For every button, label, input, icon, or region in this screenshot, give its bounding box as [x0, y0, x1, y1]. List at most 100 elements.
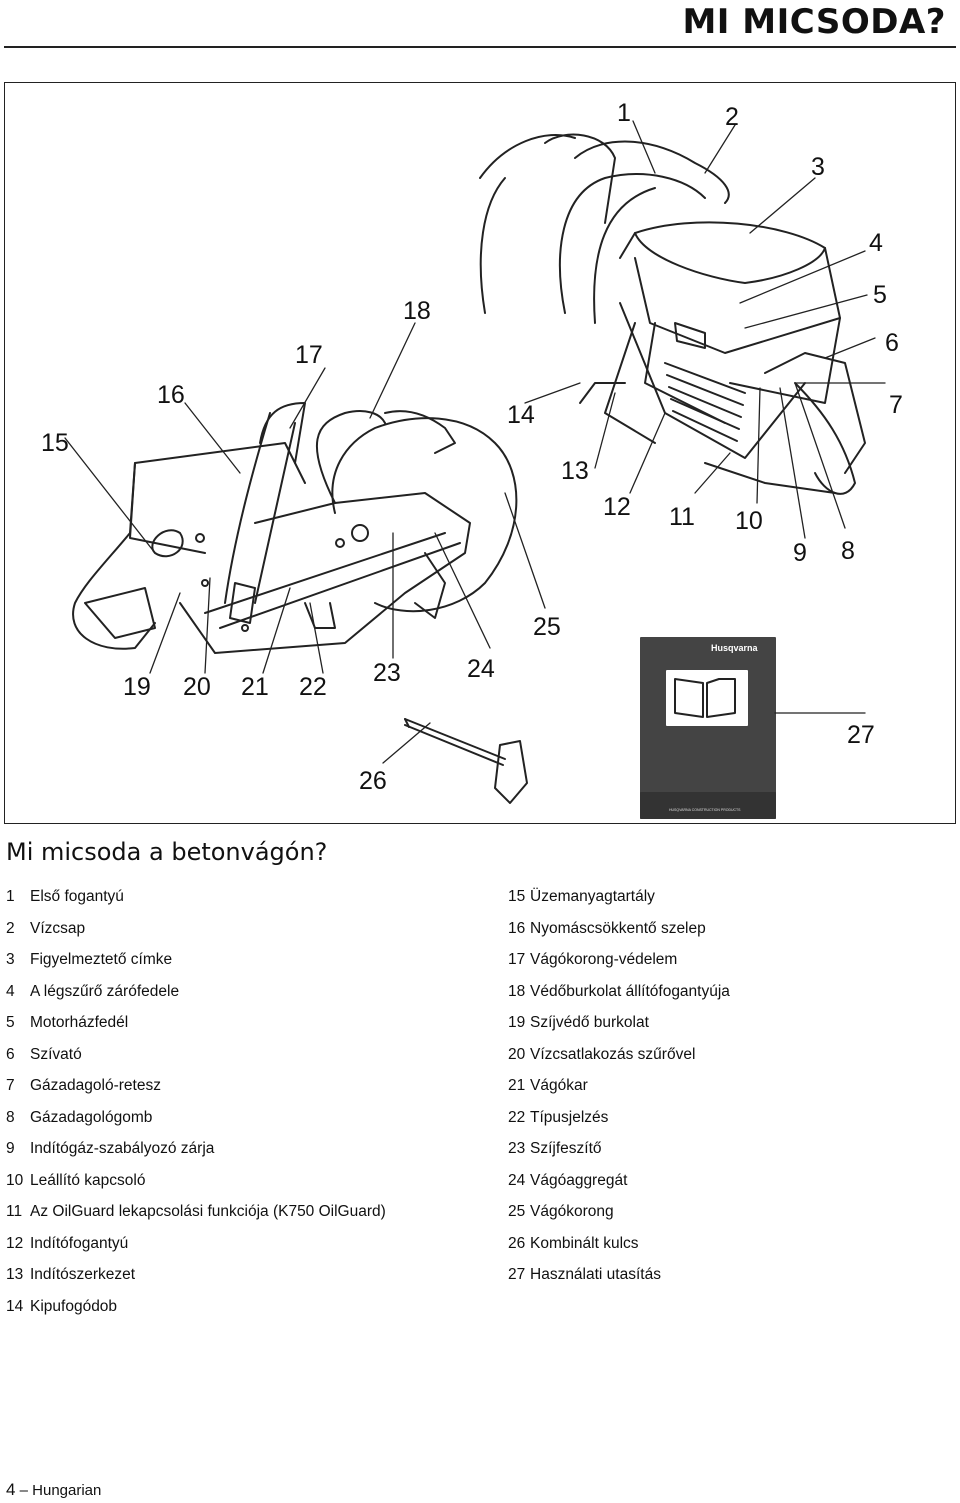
power-cutter-illustration: 1 2 3 4 5 6 7 8 9 10 11 12 13 14 15 16 1… — [41, 99, 903, 819]
legend-number: 5 — [6, 1014, 15, 1031]
legend-item: 11 Az OilGuard lekapcsolási funkciója (K7… — [6, 1196, 476, 1228]
callout-20: 20 — [183, 673, 211, 701]
legend-label: Motorházfedél — [30, 1014, 129, 1031]
legend-number: 25 — [508, 1203, 526, 1220]
callout-3: 3 — [811, 153, 825, 181]
legend-number: 4 — [6, 982, 15, 1000]
legend-label: Figyelmeztető címke — [30, 951, 173, 968]
callout-10: 10 — [735, 507, 763, 535]
legend-label: Védőburkolat állítófogantyúja — [530, 982, 730, 1000]
callout-12: 12 — [603, 493, 631, 521]
legend-number: 8 — [6, 1108, 15, 1126]
legend-number: 15 — [508, 888, 526, 905]
legend-label: Vágókorong-védelem — [530, 951, 678, 968]
callout-18: 18 — [403, 297, 431, 325]
legend-label: Típusjelzés — [530, 1108, 609, 1126]
legend-label: Szíjvédő burkolat — [530, 1014, 649, 1031]
legend-label: Kipufogódob — [30, 1297, 118, 1315]
callout-1: 1 — [617, 99, 631, 127]
legend-number: 1 — [6, 888, 15, 905]
header-divider — [4, 46, 956, 48]
callout-labels: 1 2 3 4 5 6 7 8 9 10 11 12 13 14 15 16 1… — [41, 99, 903, 795]
callout-14: 14 — [507, 401, 535, 429]
operators-manual-drawing — [640, 637, 776, 819]
parts-diagram: 1 2 3 4 5 6 7 8 9 10 11 12 13 14 15 16 1… — [4, 82, 956, 824]
page-footer: 4 – Hungarian — [6, 1480, 101, 1500]
legend-label: Szívató — [30, 1045, 82, 1063]
manual-footer: HUSQVARNA CONSTRUCTION PRODUCTS — [669, 808, 741, 812]
callout-25: 25 — [533, 613, 561, 641]
callout-8: 8 — [841, 537, 855, 565]
legend-label: Vágóaggregát — [530, 1171, 628, 1189]
legend-item: 5 Motorházfedél — [6, 1007, 476, 1039]
legend-label: Az OilGuard lekapcsolási funkciója (K750… — [30, 1203, 386, 1220]
legend-number: 17 — [508, 951, 526, 968]
callout-22: 22 — [299, 673, 327, 701]
callout-24: 24 — [467, 655, 495, 683]
legend-number: 2 — [6, 919, 15, 937]
legend-number: 14 — [6, 1297, 24, 1315]
callout-19: 19 — [123, 673, 151, 701]
legend-item: 10 Leállító kapcsoló — [6, 1165, 476, 1197]
callout-2: 2 — [725, 103, 739, 131]
legend-label: Nyomáscsökkentő szelep — [530, 919, 706, 937]
combination-spanner-drawing — [404, 718, 528, 804]
legend-label: Vízcsap — [30, 919, 86, 937]
callout-6: 6 — [885, 329, 899, 357]
legend-label: Vízcsatlakozás szűrővel — [530, 1045, 696, 1063]
leader-lines — [64, 120, 886, 764]
callout-5: 5 — [873, 281, 887, 309]
legend-number: 10 — [6, 1171, 24, 1189]
legend-label: Leállító kapcsoló — [30, 1171, 146, 1189]
legend-number: 3 — [6, 951, 15, 968]
legend-label: Kombinált kulcs — [530, 1234, 639, 1252]
legend-label: Indítógáz-szabályozó zárja — [30, 1140, 215, 1157]
callout-9: 9 — [793, 539, 807, 567]
legend-number: 24 — [508, 1171, 526, 1189]
legend-item: 6 Szívató — [6, 1039, 476, 1071]
callout-16: 16 — [157, 381, 185, 409]
callout-23: 23 — [373, 659, 401, 687]
legend-item: 8 Gázadagológomb — [6, 1102, 476, 1134]
legend-label: Gázadagológomb — [30, 1108, 153, 1126]
legend-number: 23 — [508, 1140, 526, 1157]
callout-27: 27 — [847, 721, 875, 749]
callout-17: 17 — [295, 341, 323, 369]
legend-number: 22 — [508, 1108, 526, 1126]
callout-13: 13 — [561, 457, 589, 485]
legend-label: Üzemanyagtartály — [530, 888, 655, 905]
legend-number: 27 — [508, 1266, 526, 1283]
legend-label: Szíjfeszítő — [530, 1140, 602, 1157]
callout-11: 11 — [669, 503, 695, 531]
legend-item: 3 Figyelmeztető címke — [6, 944, 476, 976]
legend-label: Indítófogantyú — [30, 1234, 129, 1252]
legend-number: 11 — [6, 1203, 23, 1220]
legend-label: Használati utasítás — [530, 1266, 661, 1283]
page-number: 4 — [6, 1480, 16, 1499]
callout-7: 7 — [889, 391, 903, 419]
legend-number: 20 — [508, 1045, 526, 1063]
callout-21: 21 — [241, 673, 269, 701]
legend-label: Vágókar — [530, 1077, 588, 1094]
legend-item: 14 Kipufogódob — [6, 1291, 476, 1323]
legend-number: 26 — [508, 1234, 526, 1252]
section-heading: Mi micsoda a betonvágón? — [6, 838, 328, 866]
manual-brand: Husqvarna — [711, 643, 759, 653]
legend-label: A légszűrő zárófedele — [30, 982, 180, 1000]
legend-number: 16 — [508, 919, 526, 937]
legend-label: Vágókorong — [530, 1203, 614, 1220]
legend-number: 6 — [6, 1045, 15, 1063]
legend-number: 12 — [6, 1234, 24, 1252]
page-title: MI MICSODA? — [682, 2, 946, 42]
